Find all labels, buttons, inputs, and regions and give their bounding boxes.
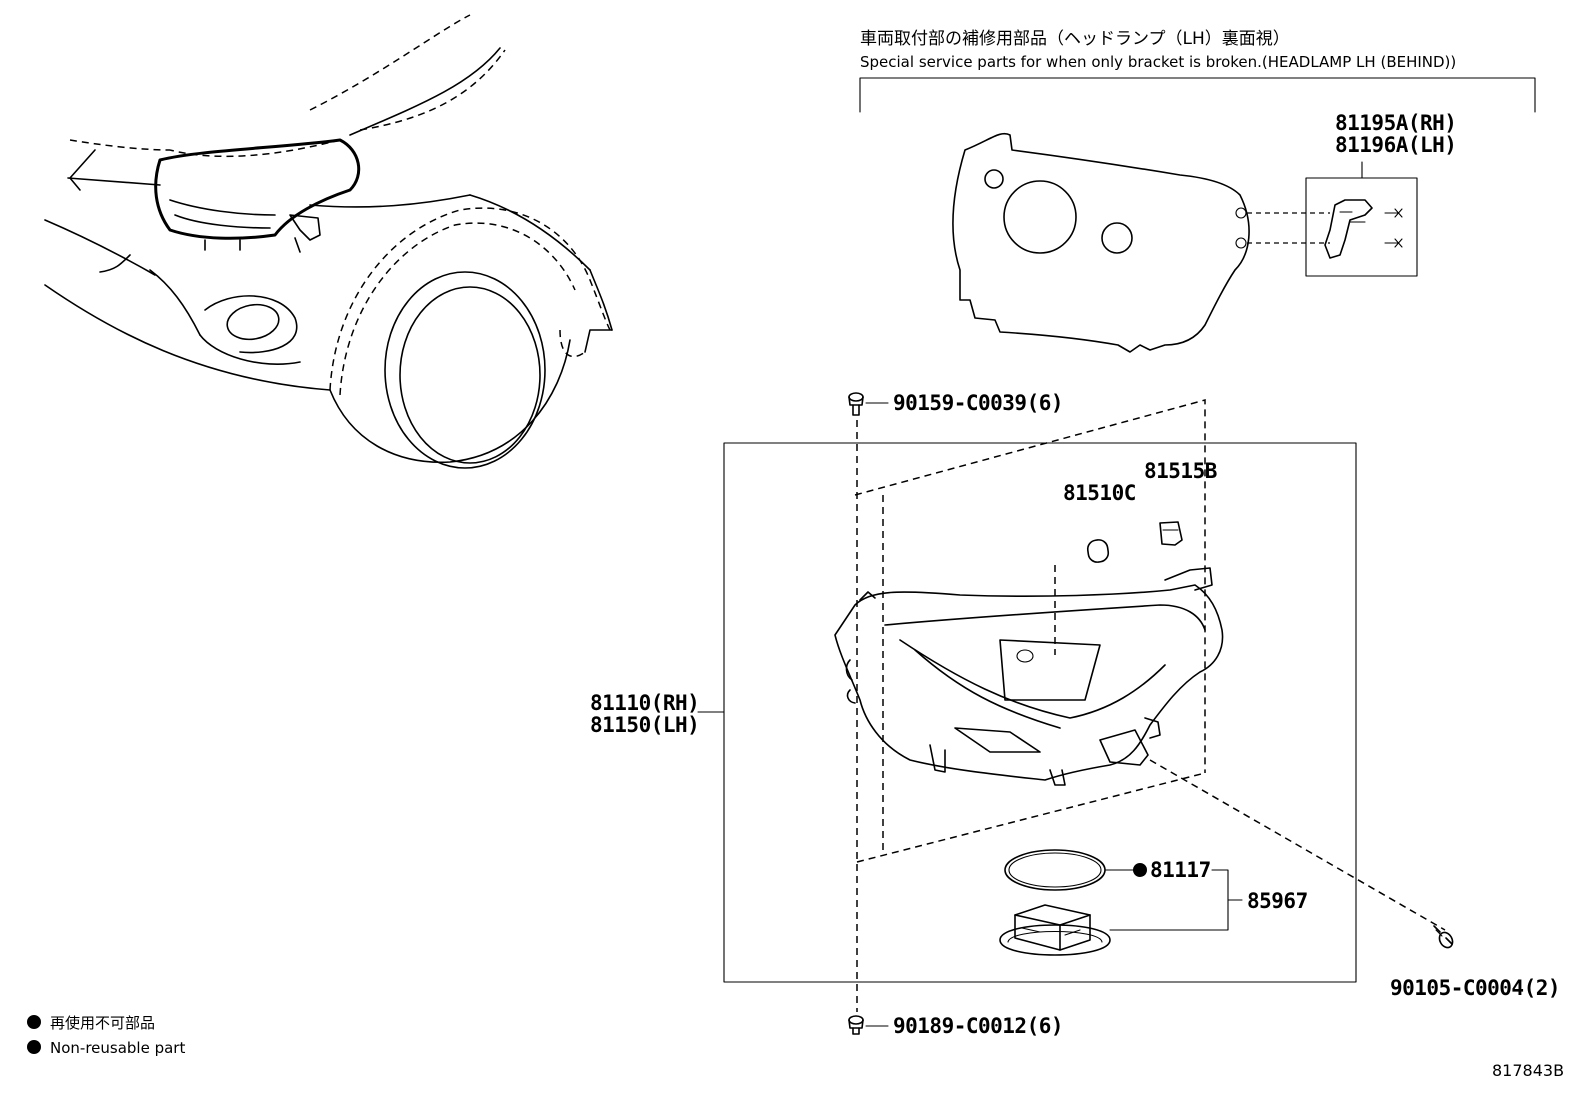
label-bracket-lh: 81196A(LH): [1335, 133, 1456, 157]
legend-marker-jp: [27, 1015, 41, 1029]
label-socket: 81515B: [1144, 459, 1217, 483]
caption-bracket-line: [859, 77, 1536, 113]
label-screw-right: 90105-C0004(2): [1390, 976, 1560, 1000]
caption-english: Special service parts for when only brac…: [860, 53, 1456, 71]
vehicle-front-corner-illustration: [44, 14, 613, 469]
label-headlamp-lh: 81150(LH): [590, 713, 699, 737]
legend-text-en: Non-reusable part: [50, 1039, 185, 1057]
label-gasket: 81117: [1150, 858, 1211, 882]
bracket-detail-box: [1305, 177, 1418, 277]
caption-japanese: 車両取付部の補修用部品（ヘッドランプ（LH）裏面視）: [860, 28, 1290, 49]
non-reusable-marker: [1133, 863, 1147, 877]
bulb-illustration: [1086, 539, 1110, 563]
label-bracket-rh: 81195A(RH): [1335, 111, 1456, 135]
illustration-number: 817843B: [1492, 1061, 1564, 1080]
computer-module-illustration: [999, 904, 1111, 956]
screw-bottom-illustration: [848, 1015, 864, 1035]
label-screw-bottom: 90189-C0012(6): [893, 1014, 1063, 1038]
legend: 再使用不可部品 Non-reusable part: [27, 1014, 185, 1057]
gasket-illustration: [1004, 849, 1106, 891]
legend-marker-en: [27, 1040, 41, 1054]
headlamp-assembly-illustration: [834, 567, 1224, 786]
label-bulb: 81510C: [1063, 481, 1136, 505]
exploded-view-guide-lines: [854, 399, 1446, 1012]
label-computer: 85967: [1247, 889, 1308, 913]
socket-illustration: [1159, 521, 1183, 546]
headlamp-rear-view-illustration: [952, 132, 1418, 353]
special-service-parts-caption: 車両取付部の補修用部品（ヘッドランプ（LH）裏面視） Special servi…: [859, 28, 1536, 113]
legend-text-jp: 再使用不可部品: [50, 1014, 155, 1032]
screw-right-illustration: [1433, 925, 1454, 949]
label-headlamp-rh: 81110(RH): [590, 691, 699, 715]
screw-top-illustration: [848, 392, 864, 416]
label-screw-top: 90159-C0039(6): [893, 391, 1063, 415]
